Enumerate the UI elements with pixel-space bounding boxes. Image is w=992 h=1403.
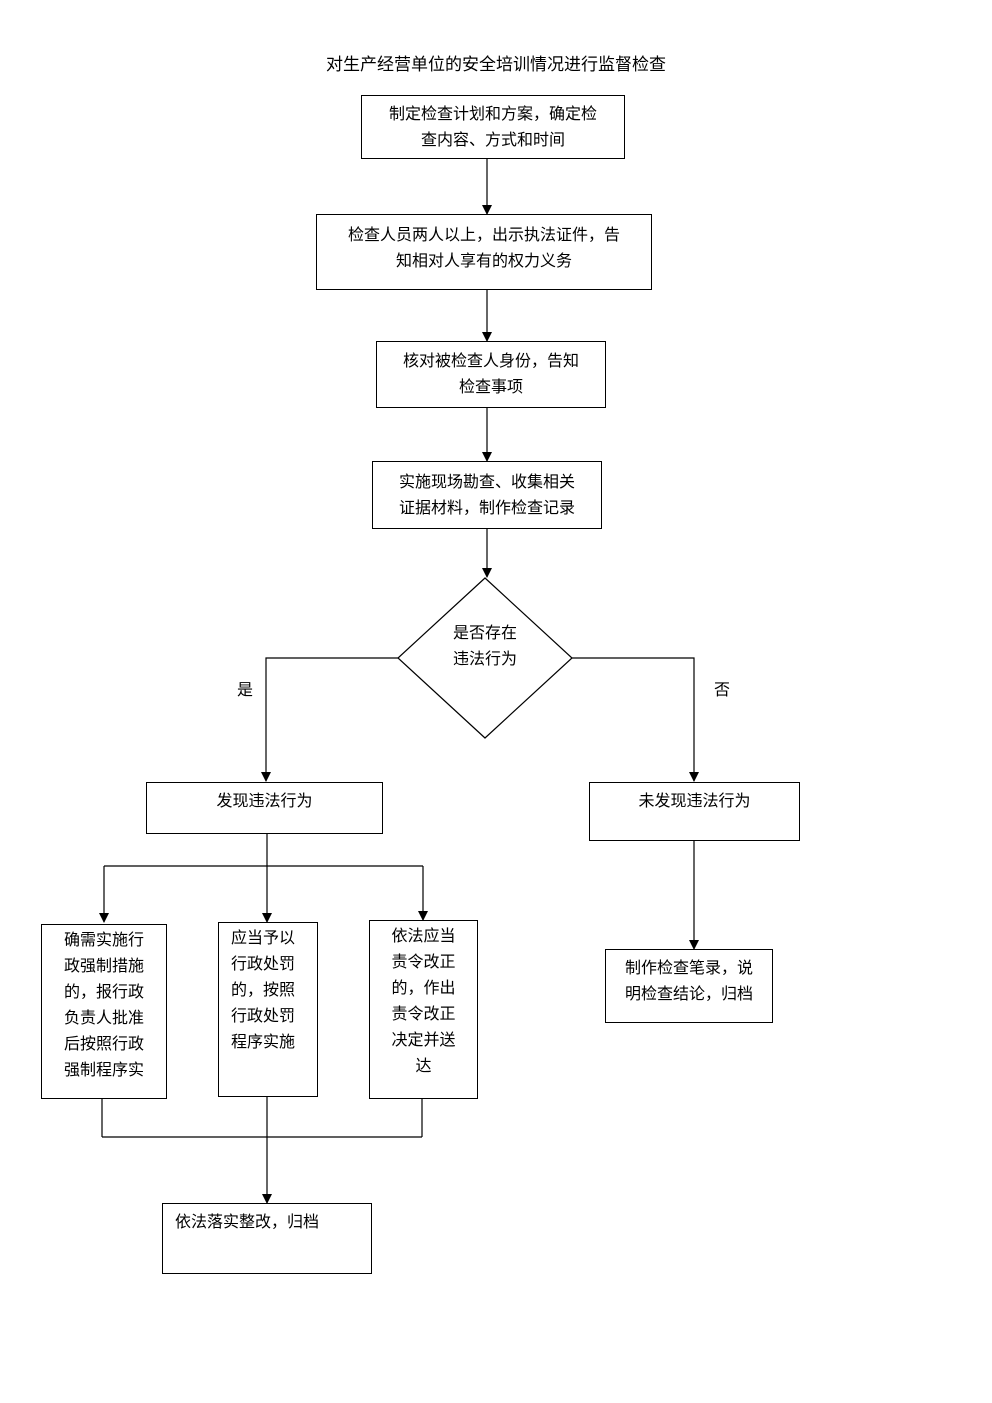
step-enforce-box: 确需实施行 政强制措施 的，报行政 负责人批准 后按照行政 强制程序实 [41, 924, 167, 1099]
step-record-line-1: 制作检查笔录，说 [624, 958, 753, 977]
step-correct-line-1: 依法应当 [391, 926, 456, 945]
step-enforce-line-6: 强制程序实 [63, 1060, 144, 1079]
step-archive-box: 依法落实整改，归档 [162, 1203, 372, 1274]
step-enforce-line-1: 确需实施行 [63, 930, 144, 949]
step-enforce-line-2: 政强制措施 [63, 956, 144, 975]
step-inspectors-box: 检查人员两人以上，出示执法证件，告 知相对人享有的权力义务 [316, 214, 652, 290]
page-title: 对生产经营单位的安全培训情况进行监督检查 [326, 55, 666, 75]
step-penalty-line-4: 行政处罚 [231, 1006, 296, 1025]
step-verify-line-2: 检查事项 [458, 377, 523, 396]
step-found-box: 发现违法行为 [146, 782, 383, 834]
step-correct-line-6: 达 [415, 1056, 432, 1075]
step-plan-line-1: 制定检查计划和方案，确定检 [388, 104, 597, 123]
step-plan-line-2: 查内容、方式和时间 [420, 130, 565, 149]
branch-label-yes: 是 [237, 680, 254, 699]
step-correct-line-2: 责令改正 [391, 952, 456, 971]
step-verify-box: 核对被检查人身份，告知 检查事项 [376, 341, 606, 408]
step-penalty-line-1: 应当予以 [231, 928, 296, 947]
step-not-found-text: 未发现违法行为 [638, 791, 751, 810]
step-enforce-line-5: 后按照行政 [63, 1034, 144, 1053]
step-survey-line-2: 证据材料，制作检查记录 [398, 498, 575, 517]
step-record-box: 制作检查笔录，说 明检查结论，归档 [605, 949, 773, 1023]
step-inspectors-line-2: 知相对人享有的权力义务 [395, 251, 572, 270]
step-survey-box: 实施现场勘查、收集相关 证据材料，制作检查记录 [372, 461, 602, 529]
branch-label-no: 否 [714, 680, 731, 699]
step-record-line-2: 明检查结论，归档 [624, 984, 753, 1003]
decision-line-1: 是否存在 [452, 623, 517, 642]
decision-line-2: 违法行为 [452, 649, 517, 668]
step-correct-line-3: 的，作出 [391, 978, 456, 997]
step-enforce-line-4: 负责人批准 [63, 1008, 144, 1027]
step-penalty-line-2: 行政处罚 [231, 954, 296, 973]
step-penalty-line-5: 程序实施 [231, 1032, 296, 1051]
arrow-yes-branch [261, 657, 398, 782]
step-found-text: 发现违法行为 [216, 791, 313, 810]
step-correct-line-5: 决定并送 [391, 1030, 456, 1049]
decision-diamond [397, 577, 573, 739]
step-verify-line-1: 核对被检查人身份，告知 [402, 351, 579, 370]
step-enforce-line-3: 的，报行政 [63, 982, 144, 1001]
arrow-no-branch [572, 657, 699, 782]
step-archive-text: 依法落实整改，归档 [175, 1212, 320, 1231]
step-plan-box: 制定检查计划和方案，确定检 查内容、方式和时间 [361, 95, 625, 159]
step-penalty-box: 应当予以 行政处罚 的，按照 行政处罚 程序实施 [218, 922, 318, 1097]
step-survey-line-1: 实施现场勘查、收集相关 [398, 472, 575, 491]
step-not-found-box: 未发现违法行为 [589, 782, 800, 841]
step-correct-line-4: 责令改正 [391, 1004, 456, 1023]
step-correct-box: 依法应当 责令改正 的，作出 责令改正 决定并送 达 [369, 920, 478, 1099]
step-inspectors-line-1: 检查人员两人以上，出示执法证件，告 [347, 225, 620, 244]
decision-text: 是否存在 违法行为 [425, 620, 545, 672]
step-penalty-line-3: 的，按照 [231, 980, 296, 999]
